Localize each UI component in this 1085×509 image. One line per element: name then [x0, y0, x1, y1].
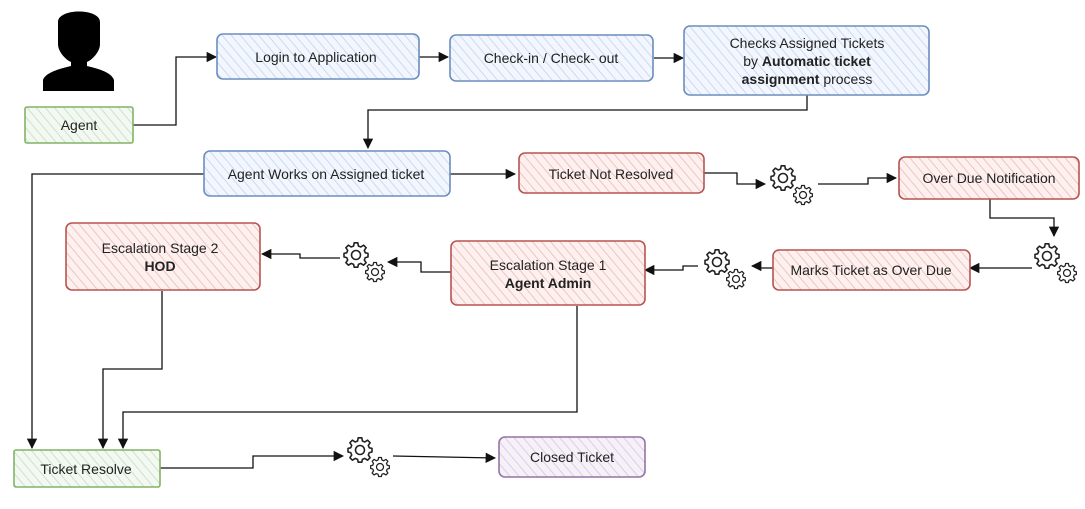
checks-line3-suffix: process [819, 71, 872, 87]
ticket-resolve-label: Ticket Resolve [40, 461, 132, 477]
checks-line2-bold: Automatic ticket [762, 53, 871, 69]
escalation-stage-2-title: Escalation Stage 2 [102, 240, 219, 256]
connectors [26, 51, 1060, 469]
over-due-notification-node[interactable]: Over Due Notification [898, 156, 1080, 200]
gears-icon [347, 436, 390, 478]
closed-ticket-node[interactable]: Closed Ticket [498, 436, 646, 478]
escalation-stage-2-node[interactable]: Escalation Stage 2 HOD [65, 222, 261, 291]
agent-works-node[interactable]: Agent Works on Assigned ticket [203, 150, 451, 197]
checks-line2-prefix: by [743, 53, 762, 69]
edge-gear-overdue [818, 172, 898, 185]
ticket-not-resolved-label: Ticket Not Resolved [549, 166, 674, 182]
checks-assigned-node[interactable]: Checks Assigned Tickets by Automatic tic… [683, 25, 930, 96]
checks-line3: assignment process [742, 71, 873, 87]
escalation-stage-1-role: Agent Admin [505, 275, 592, 291]
edge-esc1-gear [386, 256, 451, 273]
agent-node[interactable]: Agent [24, 106, 134, 144]
login-node[interactable]: Login to Application [216, 33, 420, 80]
edge-agent-login [133, 51, 218, 126]
checks-line2: by Automatic ticket [743, 53, 871, 69]
edge-esc1-resolve [117, 306, 578, 450]
edge-esc2-resolve [97, 291, 163, 450]
gears-icon [1034, 243, 1077, 284]
checkin-label: Check-in / Check- out [484, 50, 619, 66]
marks-over-due-label: Marks Ticket as Over Due [790, 262, 951, 278]
escalation-stage-1-node[interactable]: Escalation Stage 1 Agent Admin [450, 240, 646, 306]
checkin-node[interactable]: Check-in / Check- out [449, 34, 654, 82]
edge-overdue-gear [989, 199, 1060, 238]
ticket-resolve-node[interactable]: Ticket Resolve [13, 449, 161, 488]
edge-checks-works [362, 95, 808, 150]
edge-marks-gear [750, 260, 773, 272]
marks-over-due-node[interactable]: Marks Ticket as Over Due [772, 249, 971, 291]
edge-works-resolve [26, 173, 204, 450]
agent-works-label: Agent Works on Assigned ticket [228, 166, 425, 182]
edge-resolve-gear [160, 450, 345, 469]
edge-notresolved-gear [704, 172, 767, 190]
edge-gear-closed [392, 452, 497, 464]
ticket-not-resolved-node[interactable]: Ticket Not Resolved [518, 152, 705, 194]
gears-icon [704, 249, 746, 290]
escalation-stage-1-title: Escalation Stage 1 [490, 257, 607, 273]
login-label: Login to Application [255, 49, 376, 65]
edge-gear-esc2 [260, 248, 340, 260]
user-silhouette-icon [43, 11, 114, 91]
escalation-stage-2-role: HOD [144, 258, 175, 274]
gears-icon [343, 242, 385, 283]
over-due-notification-label: Over Due Notification [922, 170, 1055, 186]
gears-icon [770, 165, 813, 206]
edge-gear-esc1 [643, 264, 698, 276]
checks-line3-bold: assignment [742, 71, 820, 87]
checks-line1: Checks Assigned Tickets [730, 35, 885, 51]
closed-ticket-label: Closed Ticket [530, 449, 614, 465]
agent-label: Agent [61, 117, 98, 133]
